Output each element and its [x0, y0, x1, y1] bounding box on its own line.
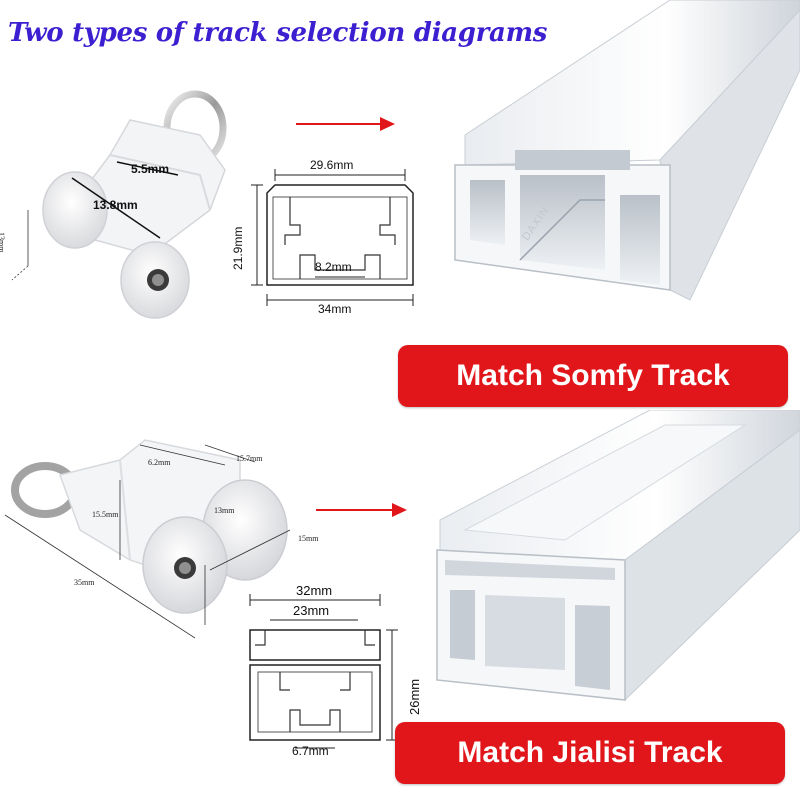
somfy-runner-dim-width-a: 5.5mm	[131, 162, 170, 176]
somfy-runner-dim-width-b: 13.8mm	[93, 198, 138, 212]
somfy-track-image	[454, 0, 800, 301]
somfy-profile-dim-slot: 8.2mm	[315, 260, 352, 274]
jialisi-profile-dim-slot: 6.7mm	[292, 744, 329, 758]
jialisi-track-image	[436, 410, 800, 702]
jialisi-banner: Match Jialisi Track	[395, 722, 785, 784]
page-title: Two types of track selection diagrams	[8, 18, 548, 48]
jialisi-runner-dim-b: 15.7mm	[236, 454, 263, 463]
jialisi-runner-dim-d: 13mm	[214, 506, 235, 515]
arrow-icon	[316, 503, 407, 517]
jialisi-profile-dim-inner: 23mm	[293, 603, 330, 618]
somfy-runner-dim-height: 13mm	[0, 232, 6, 253]
somfy-profile-diagram	[251, 169, 414, 306]
somfy-profile-dim-height: 21.9mm	[231, 226, 245, 270]
jialisi-banner-label: Match Jialisi Track	[457, 736, 723, 769]
somfy-profile-dim-bottom: 34mm	[318, 302, 352, 316]
somfy-banner-label: Match Somfy Track	[456, 359, 730, 392]
jialisi-profile-diagram	[249, 594, 398, 749]
jialisi-runner-dim-e: 15mm	[298, 534, 319, 543]
somfy-profile-dim-top: 29.6mm	[310, 158, 354, 172]
somfy-banner: Match Somfy Track	[398, 345, 788, 407]
jialisi-runner-image	[4, 439, 291, 639]
somfy-runner-image	[11, 90, 227, 319]
jialisi-runner-dim-c: 15.5mm	[92, 510, 119, 519]
jialisi-runner-dim-f: 35mm	[74, 578, 95, 587]
jialisi-profile-dim-height: 26mm	[407, 678, 422, 715]
jialisi-runner-dim-a: 6.2mm	[148, 458, 171, 467]
jialisi-profile-dim-top: 32mm	[296, 583, 333, 598]
arrow-icon	[296, 117, 395, 131]
